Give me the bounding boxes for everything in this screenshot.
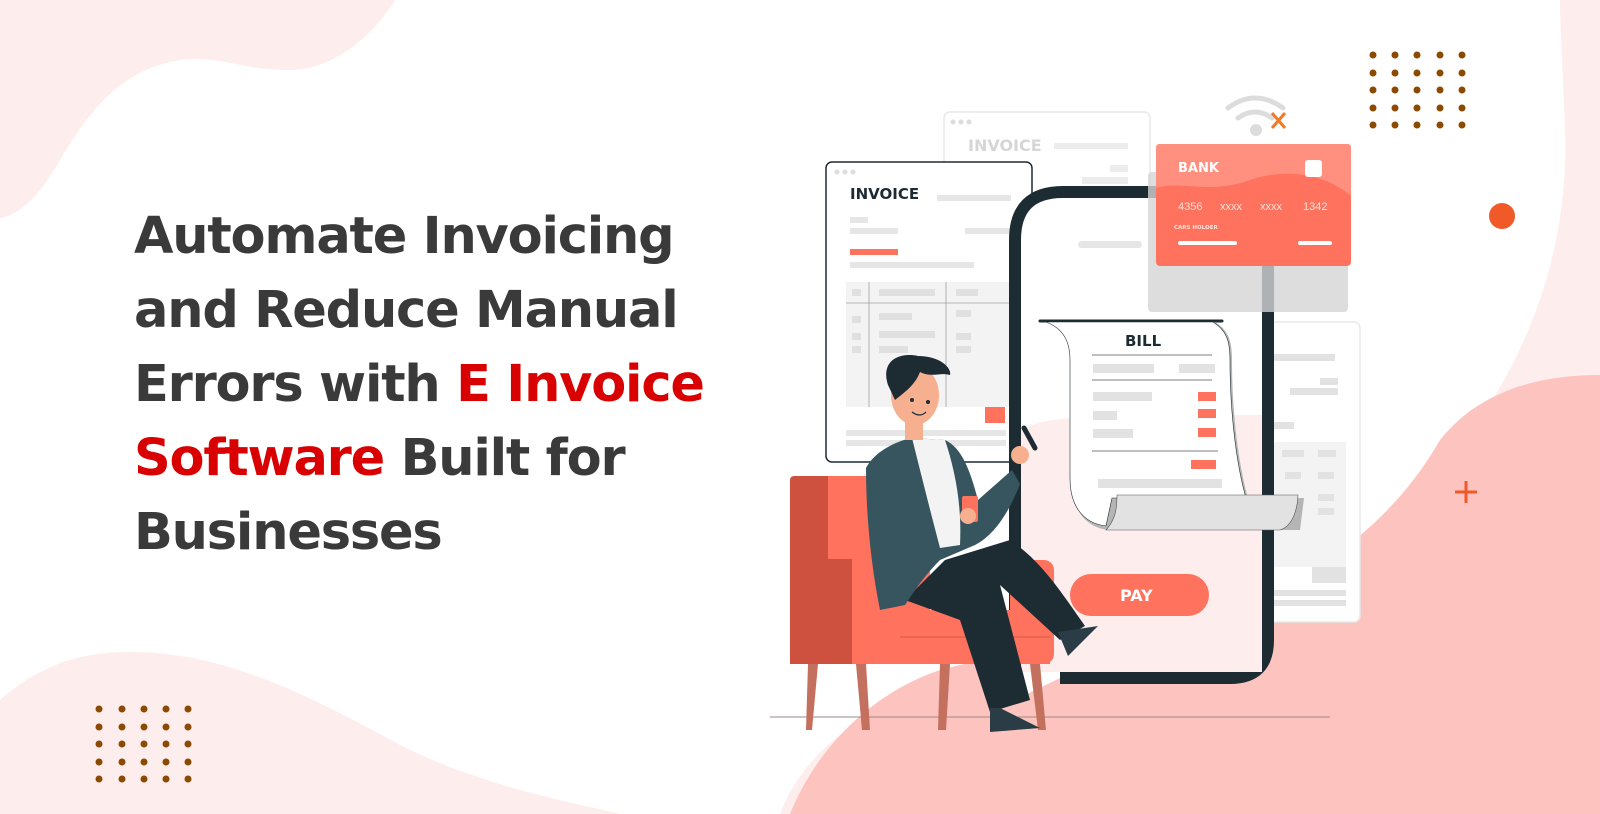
headline-line-5: Businesses [134, 503, 443, 562]
top-left-blob [0, 0, 395, 218]
headline-text: Errors with [134, 355, 457, 414]
headline-line-4: Software Built for [134, 422, 754, 496]
card-number-group: xxxx [1260, 201, 1282, 213]
pay-button: PAY [1120, 586, 1153, 605]
invoice-back-title: INVOICE [968, 136, 1042, 155]
pay-button-shape [1070, 574, 1209, 616]
headline-line-1: Automate Invoicing [134, 207, 675, 266]
person [866, 355, 1098, 732]
card-number-group: 4356 [1178, 201, 1203, 213]
bank-label: BANK [1178, 161, 1219, 176]
card-number-group: xxxx [1220, 201, 1242, 213]
orange-dot [1489, 203, 1515, 229]
card-holder-label: CARS HOLDER [1174, 225, 1218, 231]
wifi-off-icon [1225, 95, 1287, 136]
headline-highlight: E Invoice [456, 355, 705, 414]
invoice-front [825, 161, 1033, 463]
headline: Automate Invoicing and Reduce Manual Err… [134, 200, 754, 570]
bank-card [1148, 144, 1351, 312]
invoice-front-title: INVOICE [850, 185, 920, 203]
headline-line-2: and Reduce Manual [134, 281, 679, 340]
headline-text: Built for [384, 429, 626, 488]
headline-line-3: Errors with E Invoice [134, 348, 754, 422]
headline-highlight: Software [134, 429, 385, 488]
bill-title: BILL [1125, 332, 1162, 350]
dot-grid-top-right [1369, 51, 1466, 129]
dot-grid-bottom-left [95, 705, 192, 783]
plus-icon [1455, 481, 1477, 503]
card-number-group: 1342 [1303, 201, 1328, 213]
bill-receipt [1038, 319, 1304, 531]
bottom-left-blob [0, 652, 620, 814]
